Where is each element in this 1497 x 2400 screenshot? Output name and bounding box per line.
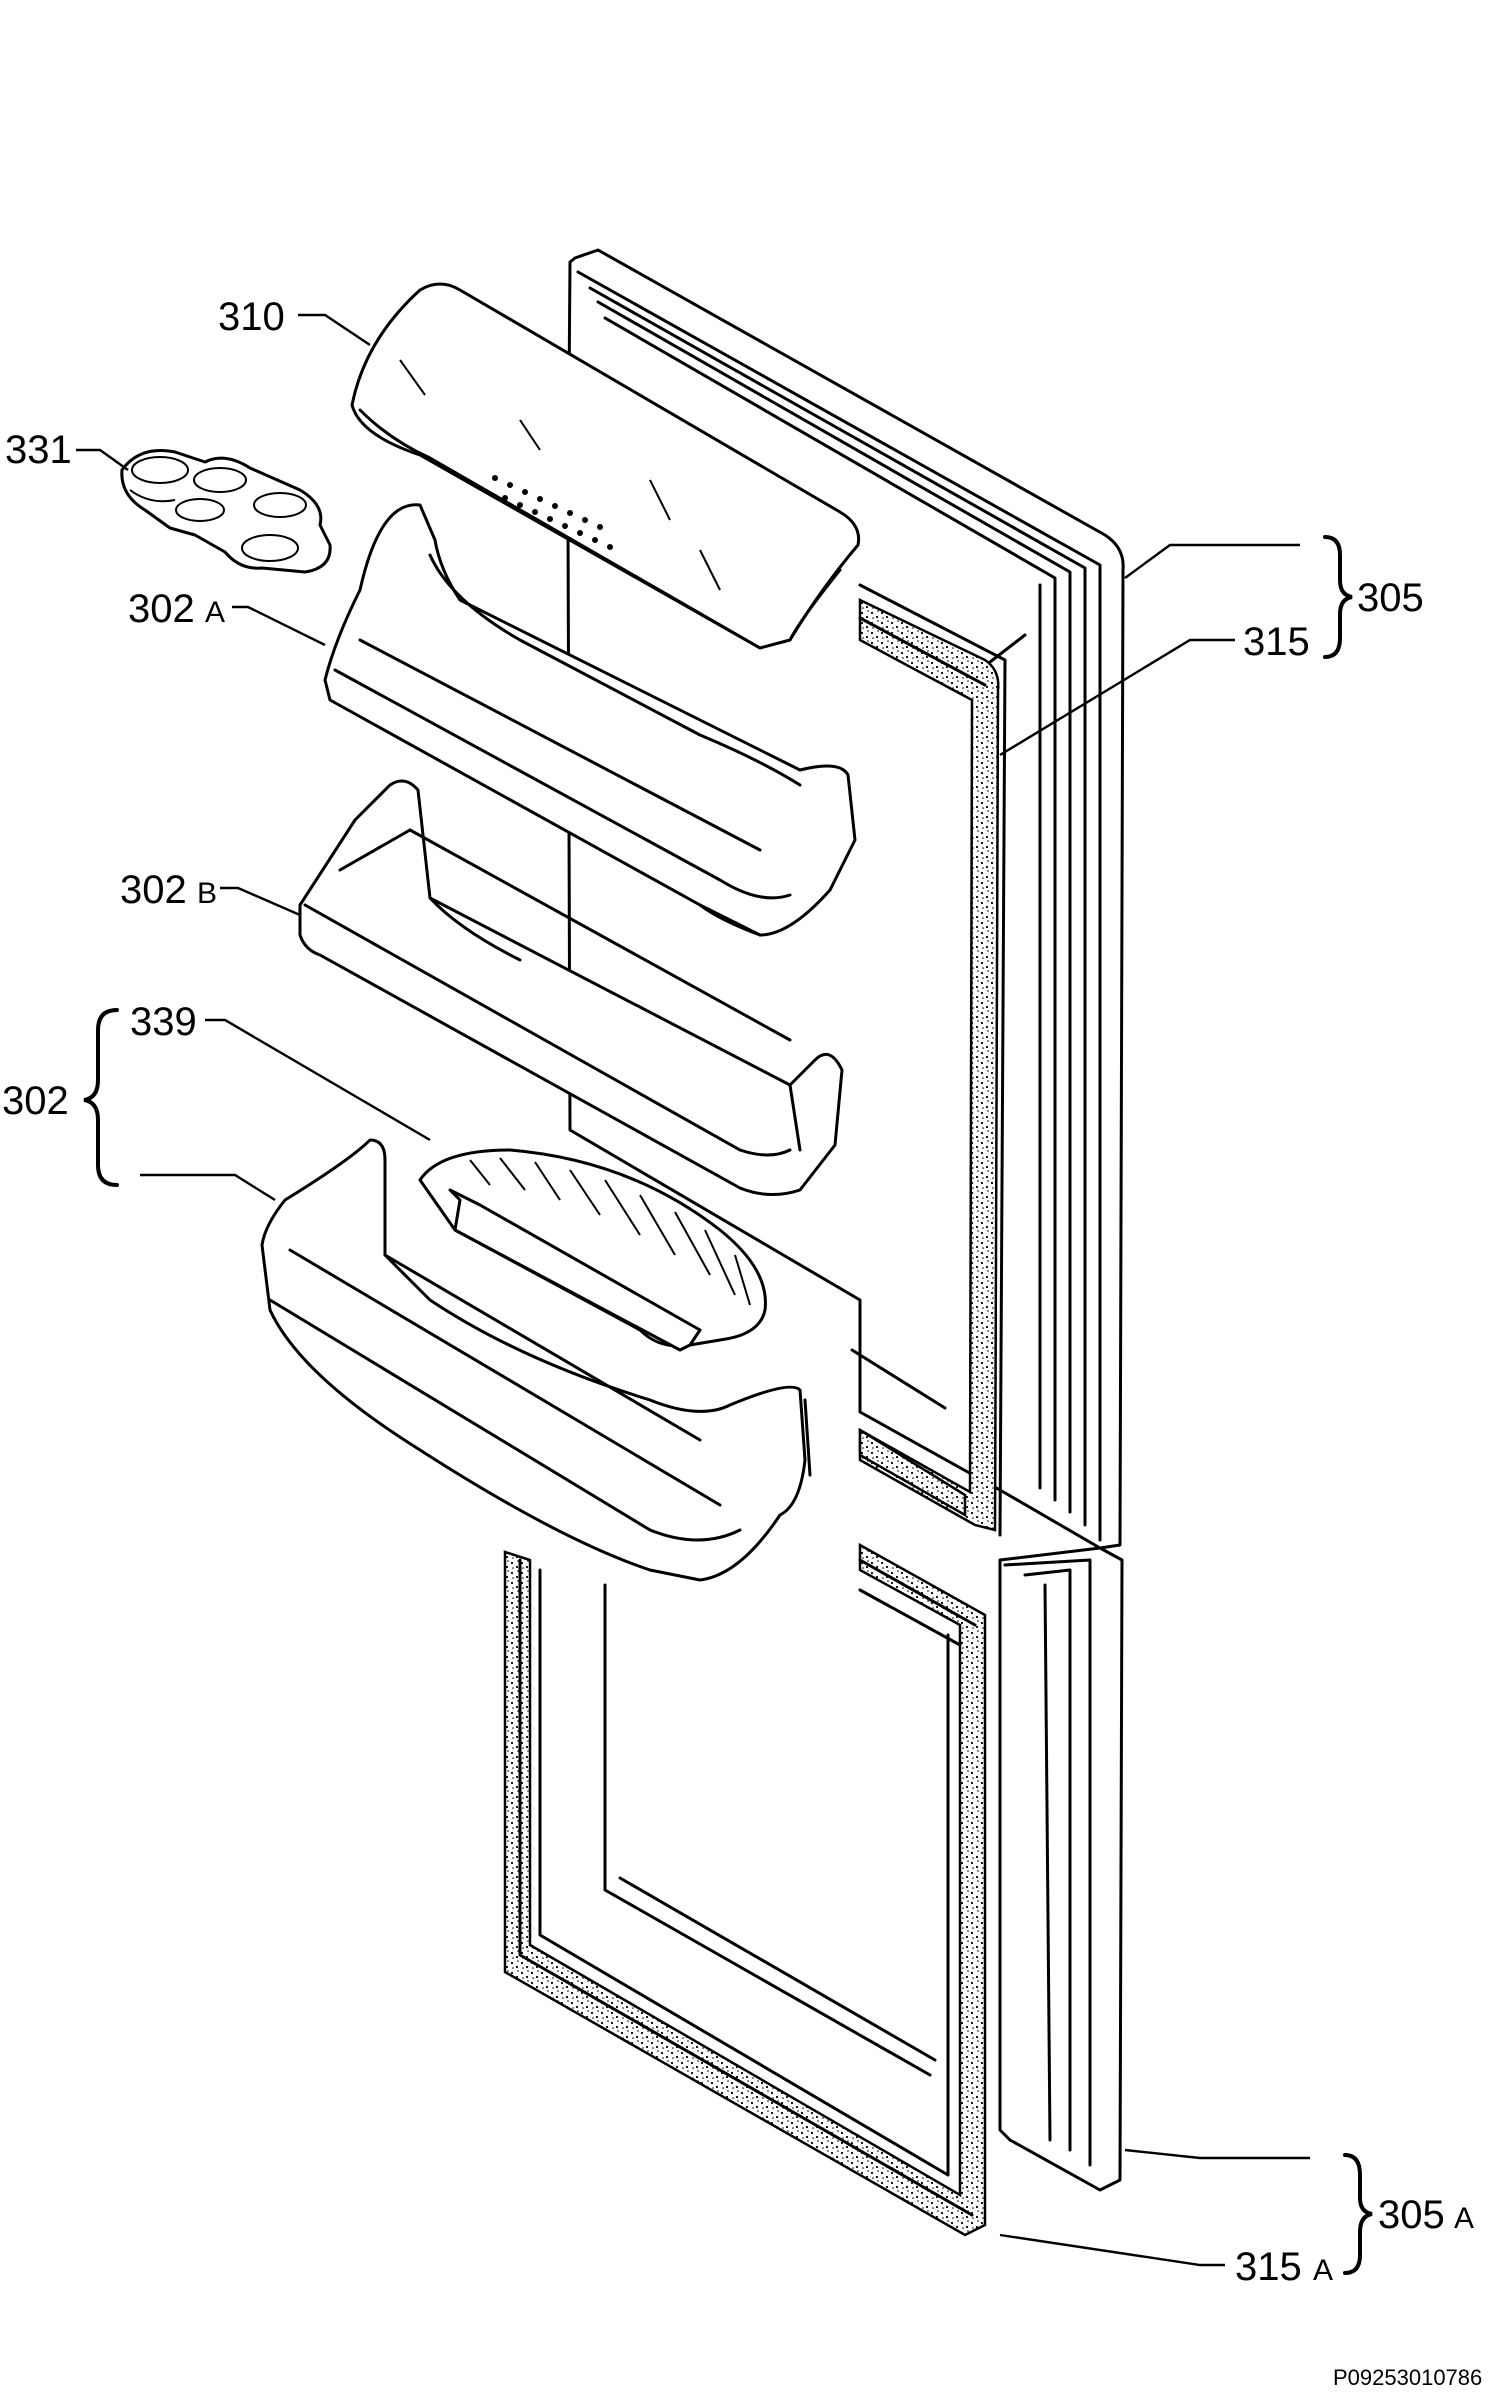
brace-305 (1323, 535, 1353, 659)
lower-door-panel (998, 1546, 1124, 2192)
label-310: 310 (218, 295, 285, 339)
upper-door-gasket (850, 583, 1027, 1537)
label-302A: 302 (128, 587, 195, 631)
label-315A: 315 (1235, 2245, 1302, 2289)
label-339: 339 (130, 1000, 197, 1044)
door-shelf-302B (298, 779, 844, 1196)
drawing-code: P09253010786 (1333, 2365, 1482, 2390)
brace-305A (1343, 2153, 1373, 2275)
door-shelf-302A (323, 503, 857, 937)
label-305A: 305 (1378, 2193, 1445, 2237)
lid-vent-holes (492, 475, 613, 550)
label-302A-suffix: A (205, 596, 225, 629)
brace-302 (83, 1008, 119, 1187)
label-302B: 302 (120, 868, 187, 912)
label-315: 315 (1243, 620, 1310, 664)
bottle-retainer-339 (418, 1148, 767, 1352)
leader-lines (76, 313, 1310, 2267)
bottle-shelf-302 (260, 1138, 812, 1582)
butter-compartment-lid-310 (350, 282, 861, 650)
label-302B-suffix: B (197, 877, 217, 910)
egg-tray-331 (120, 449, 332, 574)
lower-door-gasket (503, 1542, 987, 2237)
label-305: 305 (1357, 576, 1424, 620)
label-302: 302 (2, 1079, 69, 1123)
label-331: 331 (5, 428, 72, 472)
label-315A-suffix: A (1313, 2254, 1333, 2287)
label-305A-suffix: A (1454, 2202, 1474, 2235)
